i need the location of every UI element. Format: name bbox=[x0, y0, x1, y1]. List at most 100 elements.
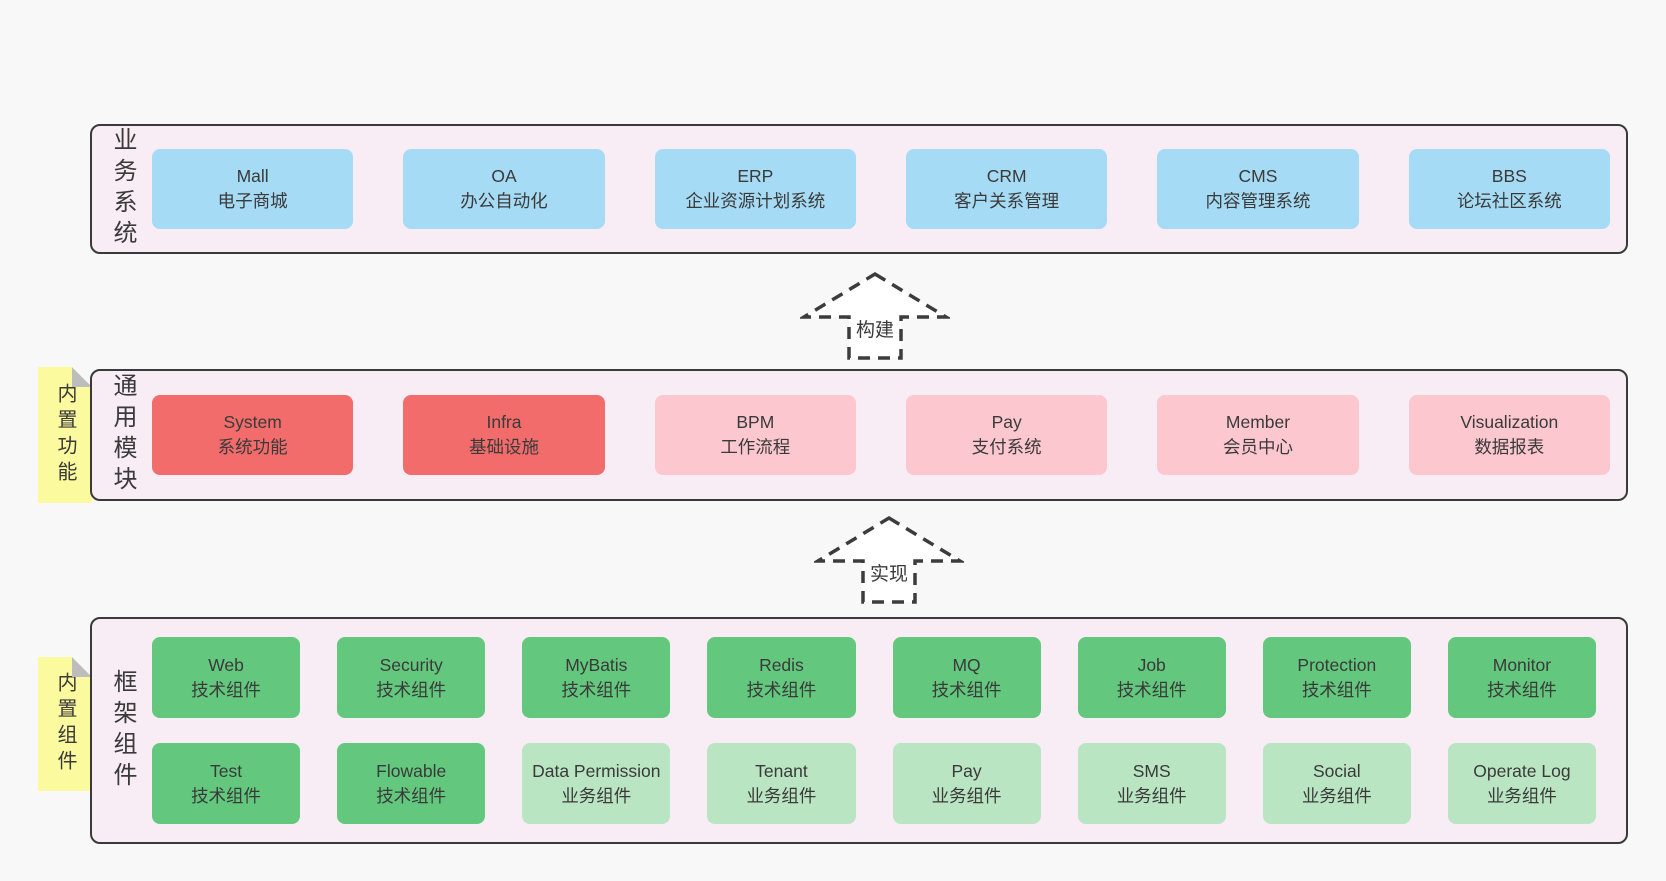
module-name: SMS bbox=[1132, 760, 1171, 781]
section-label: 框架组件 bbox=[109, 668, 136, 793]
module-box-protection: Protection 技术组件 bbox=[1262, 637, 1411, 718]
note-fold-icon bbox=[72, 657, 92, 677]
sticky-note-built-in-functions: 内置功能 bbox=[38, 367, 92, 503]
module-name: Protection bbox=[1297, 654, 1377, 675]
module-desc: 技术组件 bbox=[376, 785, 447, 806]
module-desc: 论坛社区系统 bbox=[1456, 191, 1562, 211]
module-box-pay: Pay 支付系统 bbox=[905, 395, 1108, 475]
module-name: Security bbox=[379, 654, 443, 675]
sticky-note-label: 内置组件 bbox=[54, 672, 76, 776]
section-label-column: 业务系统 bbox=[92, 126, 152, 252]
module-box-flowable: Flowable 技术组件 bbox=[337, 743, 486, 824]
module-name: Operate Log bbox=[1473, 760, 1571, 781]
module-name: BPM bbox=[736, 412, 775, 433]
module-desc: 业务组件 bbox=[1486, 785, 1557, 806]
module-box-erp: ERP 企业资源计划系统 bbox=[654, 149, 856, 229]
module-desc: 数据报表 bbox=[1474, 437, 1545, 457]
module-box-sms: SMS 业务组件 bbox=[1077, 743, 1226, 824]
build-arrow-icon: 构建 bbox=[800, 271, 950, 360]
module-name: Monitor bbox=[1492, 654, 1552, 675]
module-name: Infra bbox=[486, 412, 522, 433]
module-box-bbs: BBS 论坛社区系统 bbox=[1408, 149, 1610, 229]
module-box-mq: MQ 技术组件 bbox=[892, 637, 1041, 718]
module-box-bpm: BPM 工作流程 bbox=[654, 395, 856, 475]
module-box-infra: Infra 基础设施 bbox=[403, 395, 605, 475]
module-desc: 技术组件 bbox=[1116, 679, 1187, 700]
arrow-label: 实现 bbox=[870, 563, 908, 585]
module-desc: 系统功能 bbox=[217, 437, 288, 457]
module-desc: 电子商城 bbox=[217, 191, 288, 211]
module-desc: 企业资源计划系统 bbox=[685, 191, 826, 211]
module-name: OA bbox=[491, 166, 517, 187]
module-desc: 技术组件 bbox=[1486, 679, 1557, 700]
module-name: Job bbox=[1137, 654, 1166, 675]
module-name: MQ bbox=[952, 654, 981, 675]
module-name: ERP bbox=[737, 166, 774, 187]
module-desc: 业务组件 bbox=[931, 785, 1002, 806]
module-box-crm: CRM 客户关系管理 bbox=[905, 149, 1108, 229]
module-box-job: Job 技术组件 bbox=[1077, 637, 1226, 718]
module-desc: 业务组件 bbox=[561, 785, 632, 806]
module-desc: 支付系统 bbox=[971, 437, 1042, 457]
module-desc: 客户关系管理 bbox=[954, 191, 1060, 211]
module-name: BBS bbox=[1491, 166, 1527, 187]
module-name: CMS bbox=[1238, 166, 1278, 187]
module-name: Test bbox=[210, 760, 243, 781]
module-desc: 技术组件 bbox=[931, 679, 1002, 700]
section-label-column: 通用模块 bbox=[92, 371, 152, 499]
module-name: Visualization bbox=[1460, 412, 1559, 433]
module-desc: 业务组件 bbox=[1301, 785, 1372, 806]
module-desc: 技术组件 bbox=[746, 679, 817, 700]
module-name: Mall bbox=[236, 166, 269, 187]
module-desc: 内容管理系统 bbox=[1205, 191, 1311, 211]
module-desc: 办公自动化 bbox=[460, 191, 548, 211]
module-box-cms: CMS 内容管理系统 bbox=[1157, 149, 1359, 229]
module-desc: 会员中心 bbox=[1222, 437, 1293, 457]
implement-arrow-icon: 实现 bbox=[814, 515, 964, 604]
arrow-label: 构建 bbox=[856, 319, 894, 341]
module-box-oa: OA 办公自动化 bbox=[403, 149, 605, 229]
module-box-monitor: Monitor 技术组件 bbox=[1447, 637, 1596, 718]
module-desc: 基础设施 bbox=[468, 437, 539, 457]
module-row: Mall 电子商城 OA 办公自动化 ERP 企业资源计划系统 CRM 客户关系管理 CMS 内容… bbox=[152, 149, 1610, 229]
module-name: Member bbox=[1225, 412, 1291, 433]
section-label-column: 框架组件 bbox=[92, 619, 152, 842]
module-desc: 技术组件 bbox=[191, 679, 262, 700]
module-name: Flowable bbox=[376, 760, 447, 781]
module-name: MyBatis bbox=[565, 654, 628, 675]
module-name: CRM bbox=[986, 166, 1027, 187]
module-box-social: Social 业务组件 bbox=[1262, 743, 1411, 824]
module-box-redis: Redis 技术组件 bbox=[707, 637, 856, 718]
section-business-systems: 业务系统 Mall 电子商城 OA 办公自动化 ERP 企业资源计划系统 CRM 客户关系管理… bbox=[90, 124, 1628, 254]
module-name: Tenant bbox=[755, 760, 808, 781]
module-desc: 技术组件 bbox=[1301, 679, 1372, 700]
module-name: Redis bbox=[759, 654, 804, 675]
sticky-note-built-in-components: 内置组件 bbox=[38, 657, 92, 791]
module-desc: 业务组件 bbox=[1116, 785, 1187, 806]
module-name: Social bbox=[1312, 760, 1361, 781]
module-desc: 工作流程 bbox=[720, 437, 791, 457]
module-name: Pay bbox=[991, 412, 1022, 433]
module-box-mybatis: MyBatis 技术组件 bbox=[522, 637, 671, 718]
section-label: 业务系统 bbox=[109, 127, 136, 251]
section-label: 通用模块 bbox=[109, 373, 136, 497]
sticky-note-label: 内置功能 bbox=[54, 383, 76, 487]
module-desc: 技术组件 bbox=[561, 679, 632, 700]
section-rows: Mall 电子商城 OA 办公自动化 ERP 企业资源计划系统 CRM 客户关系管理 CMS 内容… bbox=[152, 126, 1626, 252]
module-desc: 技术组件 bbox=[376, 679, 447, 700]
module-box-mall: Mall 电子商城 bbox=[152, 149, 354, 229]
module-box-member: Member 会员中心 bbox=[1157, 395, 1359, 475]
module-box-security: Security 技术组件 bbox=[337, 637, 486, 718]
